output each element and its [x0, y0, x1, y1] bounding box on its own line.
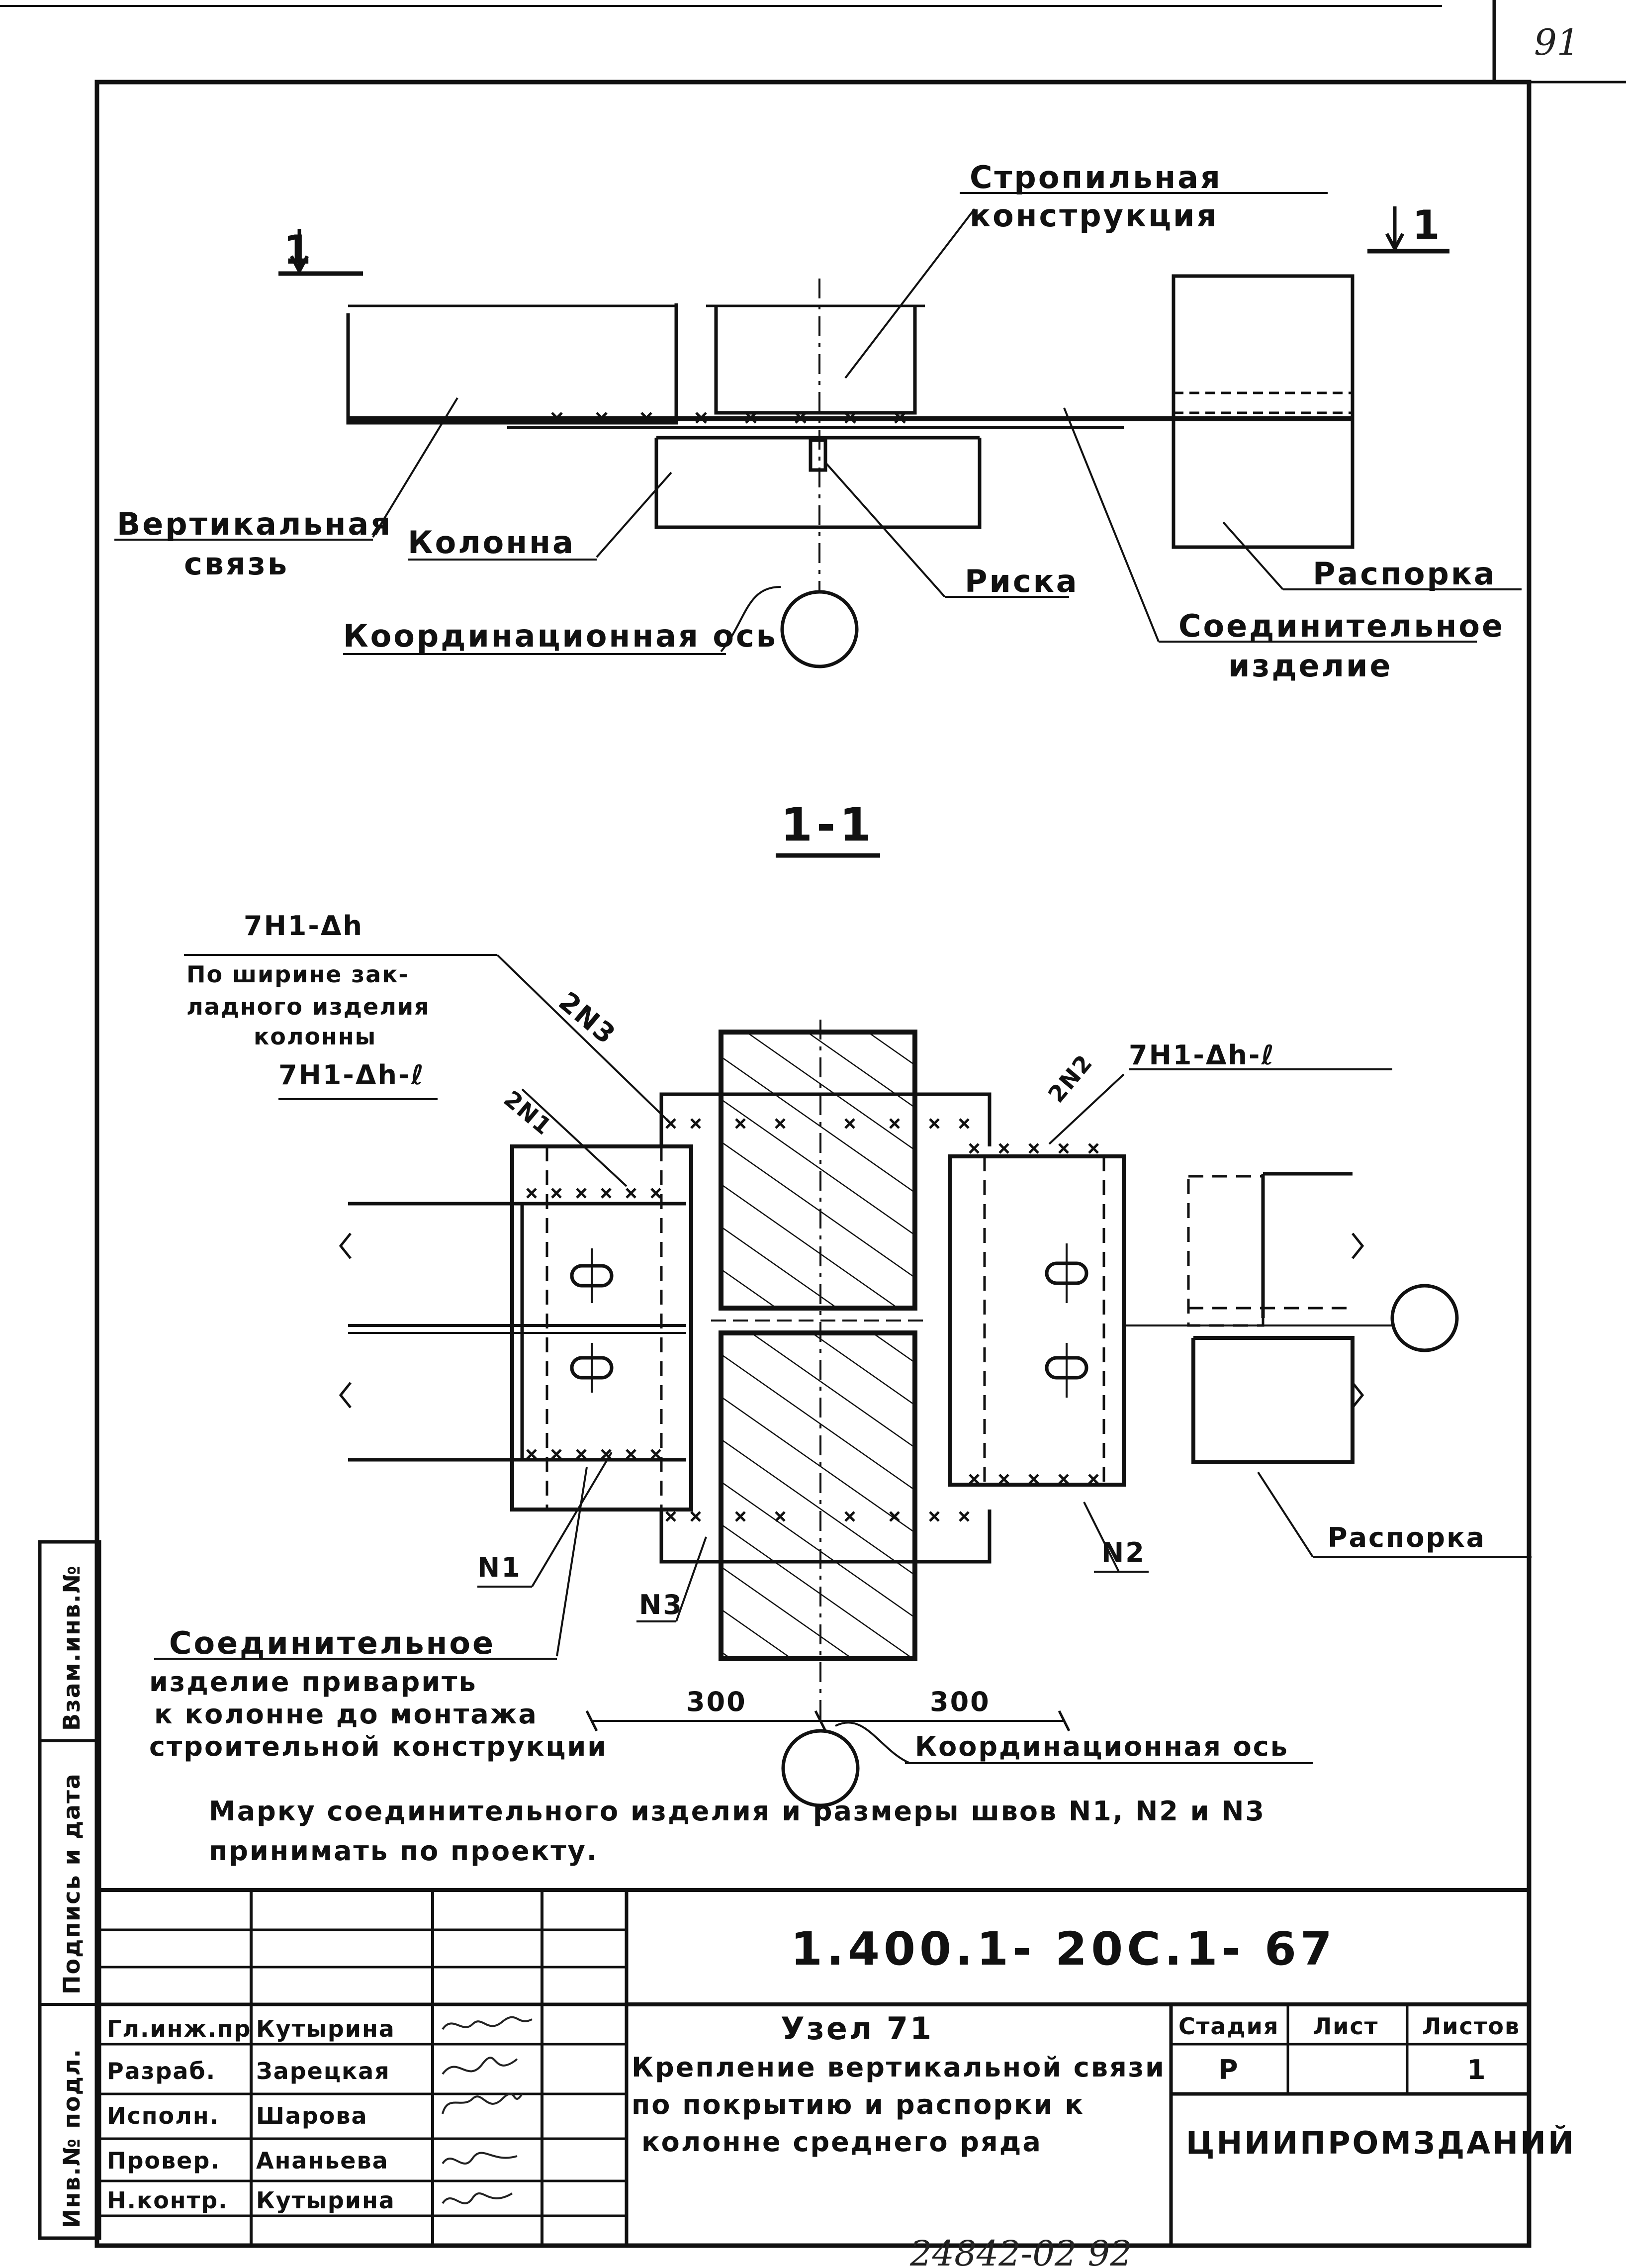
label-vertikalnaya-1: Вертикальная — [117, 506, 392, 542]
label-n2: N2 — [1101, 1537, 1146, 1568]
plan-view — [114, 192, 1522, 668]
label-soed-sec-1: Соединительное — [169, 1625, 495, 1661]
label-weld-b: 7Н1-Δh-ℓ — [278, 1059, 425, 1091]
stage-header: Стадия — [1178, 2013, 1279, 2040]
name-0: Кутырина — [256, 2015, 395, 2042]
section-title: 1-1 — [781, 798, 875, 851]
signatures — [442, 2016, 533, 2204]
name-1: Зарецкая — [256, 2058, 390, 2084]
label-soed-2: изделие — [1228, 648, 1393, 684]
doc-code: 1.400.1- 20С.1- 67 — [791, 1922, 1336, 1976]
stamp-podpis-data: Подпись и дата — [58, 1773, 85, 1994]
role-0: Гл.инж.пр — [107, 2015, 251, 2042]
label-riska: Риска — [965, 563, 1079, 599]
role-4: Н.контр. — [107, 2187, 228, 2214]
stage-value: Р — [1218, 2054, 1240, 2085]
label-soed-sec-4: строительной конструкции — [149, 1731, 608, 1762]
role-2: Исполн. — [107, 2102, 219, 2129]
node-desc-1: Крепление вертикальной связи — [632, 2052, 1166, 2083]
side-stamp: Взам.инв.№ Подпись и дата Инв.№ подл. — [38, 1540, 101, 2240]
node-desc-3: колонне среднего ряда — [641, 2126, 1042, 2158]
stamp-inv-podl: Инв.№ подл. — [58, 2048, 85, 2228]
label-stropilnaya-2: конструкция — [970, 197, 1218, 234]
sheet-header: Лист — [1313, 2013, 1378, 2040]
label-zak-2: ладного изделия — [186, 993, 430, 1020]
label-vertikalnaya-2: связь — [184, 546, 289, 582]
stamp-vzam-inv: Взам.инв.№ — [58, 1565, 85, 1731]
sheets-value: 1 — [1467, 2054, 1487, 2085]
role-1: Разраб. — [107, 2058, 216, 2084]
label-soed-sec-3: к колонне до монтажа — [154, 1699, 538, 1730]
page-number-top: 91 — [1534, 21, 1580, 63]
label-kolonna: Колонна — [408, 524, 575, 561]
organization: ЦНИИПРОМЗДАНИЙ — [1186, 2125, 1576, 2161]
label-soed-sec-2: изделие приварить — [149, 1666, 477, 1698]
label-n3: N3 — [639, 1589, 683, 1620]
node-title: Узел 71 — [781, 2010, 933, 2047]
node-desc-2: по покрытию и распорки к — [632, 2089, 1084, 2120]
label-soed-1: Соединительное — [1178, 608, 1505, 644]
label-zak-1: По ширине зак- — [186, 961, 409, 988]
dimension-right: 300 — [930, 1686, 991, 1717]
title-block — [99, 1888, 1529, 2246]
label-weld-a: 7Н1-Δh — [244, 910, 363, 942]
label-coord-axis-section: Координационная ось — [915, 1731, 1289, 1762]
note-line-1: Марку соединительного изделия и размеры … — [209, 1796, 1265, 1827]
sheets-header: Листов — [1422, 2013, 1520, 2040]
label-stropilnaya-1: Стропильная — [970, 159, 1222, 195]
roles-table: Гл.инж.пр Кутырина Разраб. Зарецкая Испо… — [107, 2015, 395, 2214]
section-view — [154, 954, 1532, 1807]
label-zak-3: колонны — [254, 1023, 376, 1050]
role-3: Провер. — [107, 2147, 220, 2174]
dimension-left: 300 — [686, 1686, 747, 1717]
plan-section-mark-left: 1 — [283, 227, 314, 273]
label-weld-c: 7Н1-Δh-ℓ — [1129, 1040, 1275, 1071]
label-rasporka-section: Распорка — [1328, 1522, 1486, 1553]
name-4: Кутырина — [256, 2187, 395, 2214]
page-number-bottom: 24842-02 92 — [909, 2233, 1132, 2268]
label-rasporka-top: Распорка — [1313, 556, 1497, 592]
label-coord-axis-top: Координационная ось — [343, 618, 778, 654]
name-3: Ананьева — [256, 2147, 389, 2174]
label-2n2: 2N2 — [1043, 1049, 1098, 1108]
name-2: Шарова — [256, 2102, 368, 2129]
note-line-2: принимать по проекту. — [209, 1835, 598, 1867]
plan-section-mark-right: 1 — [1412, 202, 1443, 248]
label-n1: N1 — [477, 1552, 522, 1583]
